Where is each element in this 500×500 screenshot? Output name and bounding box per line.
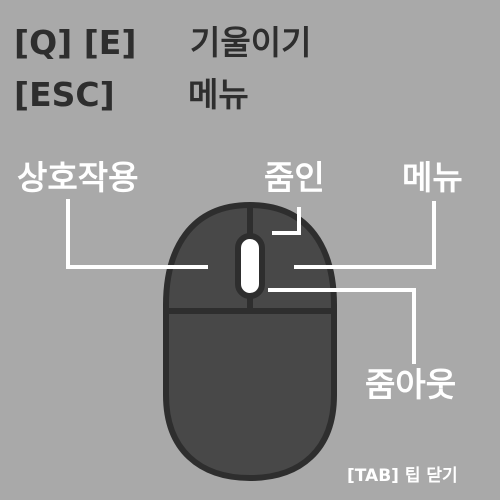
- keybind-menu-key: [ESC]: [14, 75, 115, 114]
- mouse-body: [163, 201, 337, 482]
- keybind-tilt-action: 기울이기: [190, 23, 312, 62]
- label-menu: 메뉴: [402, 158, 463, 197]
- zoom-out-callout: [268, 288, 416, 364]
- menu-callout: [294, 201, 436, 269]
- tab-close-tip: [TAB] 팁 닫기: [347, 466, 458, 486]
- keybind-tilt-key: [Q] [E]: [14, 23, 137, 62]
- interact-callout: [66, 199, 208, 269]
- keybind-menu-action: 메뉴: [188, 75, 249, 114]
- zoom-in-callout: [272, 207, 301, 235]
- label-zoom-in: 줌인: [264, 158, 325, 197]
- scroll-wheel: [235, 233, 265, 299]
- label-zoom-out: 줌아웃: [365, 365, 457, 404]
- label-interact: 상호작용: [17, 158, 139, 197]
